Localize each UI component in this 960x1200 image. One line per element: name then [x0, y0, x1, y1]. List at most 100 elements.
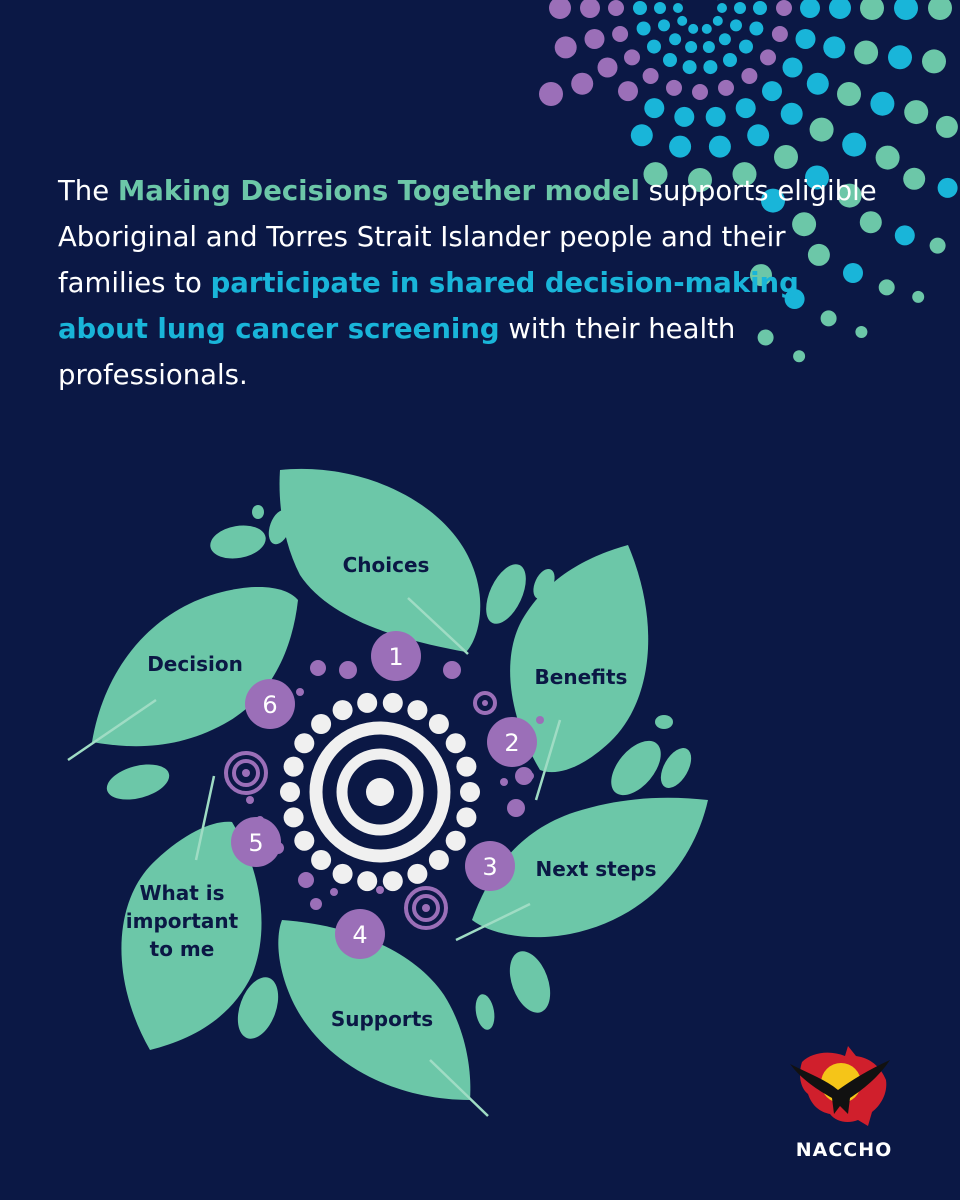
ring-dot [339, 661, 357, 679]
center-dot [311, 714, 332, 734]
step-number: 6 [262, 691, 277, 719]
intro-text-3: with their health professionals. [58, 313, 736, 391]
decor-dot [708, 135, 731, 158]
step-label: Next steps [536, 857, 657, 881]
ring-dot [298, 872, 314, 888]
decor-dot [749, 21, 764, 36]
decor-dot [688, 23, 699, 34]
intro-highlight-participate: participate in shared decision-making ab… [58, 267, 799, 345]
decor-dot [894, 225, 915, 246]
decor-dot [800, 0, 820, 18]
decor-dot [734, 2, 746, 14]
step-number-circle [231, 817, 281, 867]
decor-dot [633, 1, 647, 15]
center-dot [294, 830, 315, 851]
step-number-circle [487, 717, 537, 767]
decor-dot [750, 264, 772, 287]
intro-text-1: The [58, 175, 118, 207]
center-dot [283, 807, 304, 828]
ring-dot [507, 799, 525, 817]
ring-dot [443, 661, 461, 679]
decor-dot [703, 60, 718, 75]
decor-dot [636, 21, 651, 36]
small-leaf [210, 525, 266, 559]
center-dot [294, 733, 315, 754]
decor-dot [820, 310, 837, 327]
ring-dot [526, 772, 534, 780]
decor-dot [854, 40, 879, 65]
ring-dot [536, 716, 544, 724]
center-dot [428, 714, 449, 734]
decor-dot [718, 33, 731, 46]
small-leaf [660, 748, 692, 788]
decor-dot [762, 81, 782, 102]
decor-dot [549, 0, 571, 19]
decor-dot [795, 29, 816, 49]
decor-dot [584, 29, 605, 49]
ring-dot [310, 898, 322, 910]
decor-dot [792, 212, 817, 237]
step-number: 2 [504, 729, 519, 757]
decor-dot [571, 72, 594, 95]
small-leaf [106, 764, 170, 800]
leaf-ring [67, 468, 708, 1117]
small-leaf [611, 740, 661, 796]
decor-dot [618, 81, 638, 102]
decor-dot [912, 290, 925, 303]
center-dot [332, 700, 353, 721]
decor-dot [870, 91, 895, 116]
decor-dot [669, 33, 682, 46]
decor-dot [682, 60, 697, 75]
intro-paragraph: The Making Decisions Together model supp… [58, 168, 878, 398]
decor-dot [859, 211, 882, 234]
leaf-important [121, 775, 262, 1050]
step-number-circle [335, 909, 385, 959]
decor-dot [782, 57, 803, 78]
decor-dot [855, 326, 868, 338]
decor-dot [705, 106, 726, 127]
decor-dot [780, 102, 803, 125]
decor-dot [903, 167, 926, 190]
small-leaf [252, 505, 264, 519]
decor-dot [904, 100, 929, 125]
decor-dot [685, 41, 698, 53]
decor-dot [692, 84, 708, 100]
decor-dot [732, 162, 757, 187]
decor-dot [761, 188, 785, 213]
decor-dot [837, 82, 861, 106]
small-leaf [533, 569, 555, 599]
decor-dot [776, 0, 792, 16]
decor-dot [753, 1, 767, 15]
small-leaf [486, 564, 526, 624]
step-number: 3 [482, 853, 497, 881]
small-leaf [237, 977, 279, 1039]
decor-dot [735, 98, 756, 119]
center-dot [283, 756, 304, 777]
center-dot [445, 830, 466, 851]
ring-dot [376, 886, 384, 894]
step-number: 5 [248, 829, 263, 857]
decor-dot [723, 53, 737, 67]
center-dot [357, 692, 378, 713]
decor-dot [624, 49, 640, 66]
decor-dot [580, 0, 600, 18]
decor-dot [554, 36, 577, 59]
logo-text: NACCHO [796, 1139, 893, 1161]
decor-dot [730, 19, 742, 32]
ring-dot [500, 778, 508, 786]
step-number-circle [465, 841, 515, 891]
center-dot [382, 692, 403, 713]
decor-dot [612, 26, 629, 42]
decor-dot [644, 98, 665, 119]
step-number-circle [371, 631, 421, 681]
decor-dot [669, 135, 692, 158]
center-target [280, 692, 480, 892]
decor-dot [666, 79, 682, 96]
center-dot [407, 863, 428, 884]
decor-dot [747, 124, 770, 147]
step-label: Benefits [535, 665, 628, 689]
naccho-logo: NACCHO [790, 1046, 893, 1161]
